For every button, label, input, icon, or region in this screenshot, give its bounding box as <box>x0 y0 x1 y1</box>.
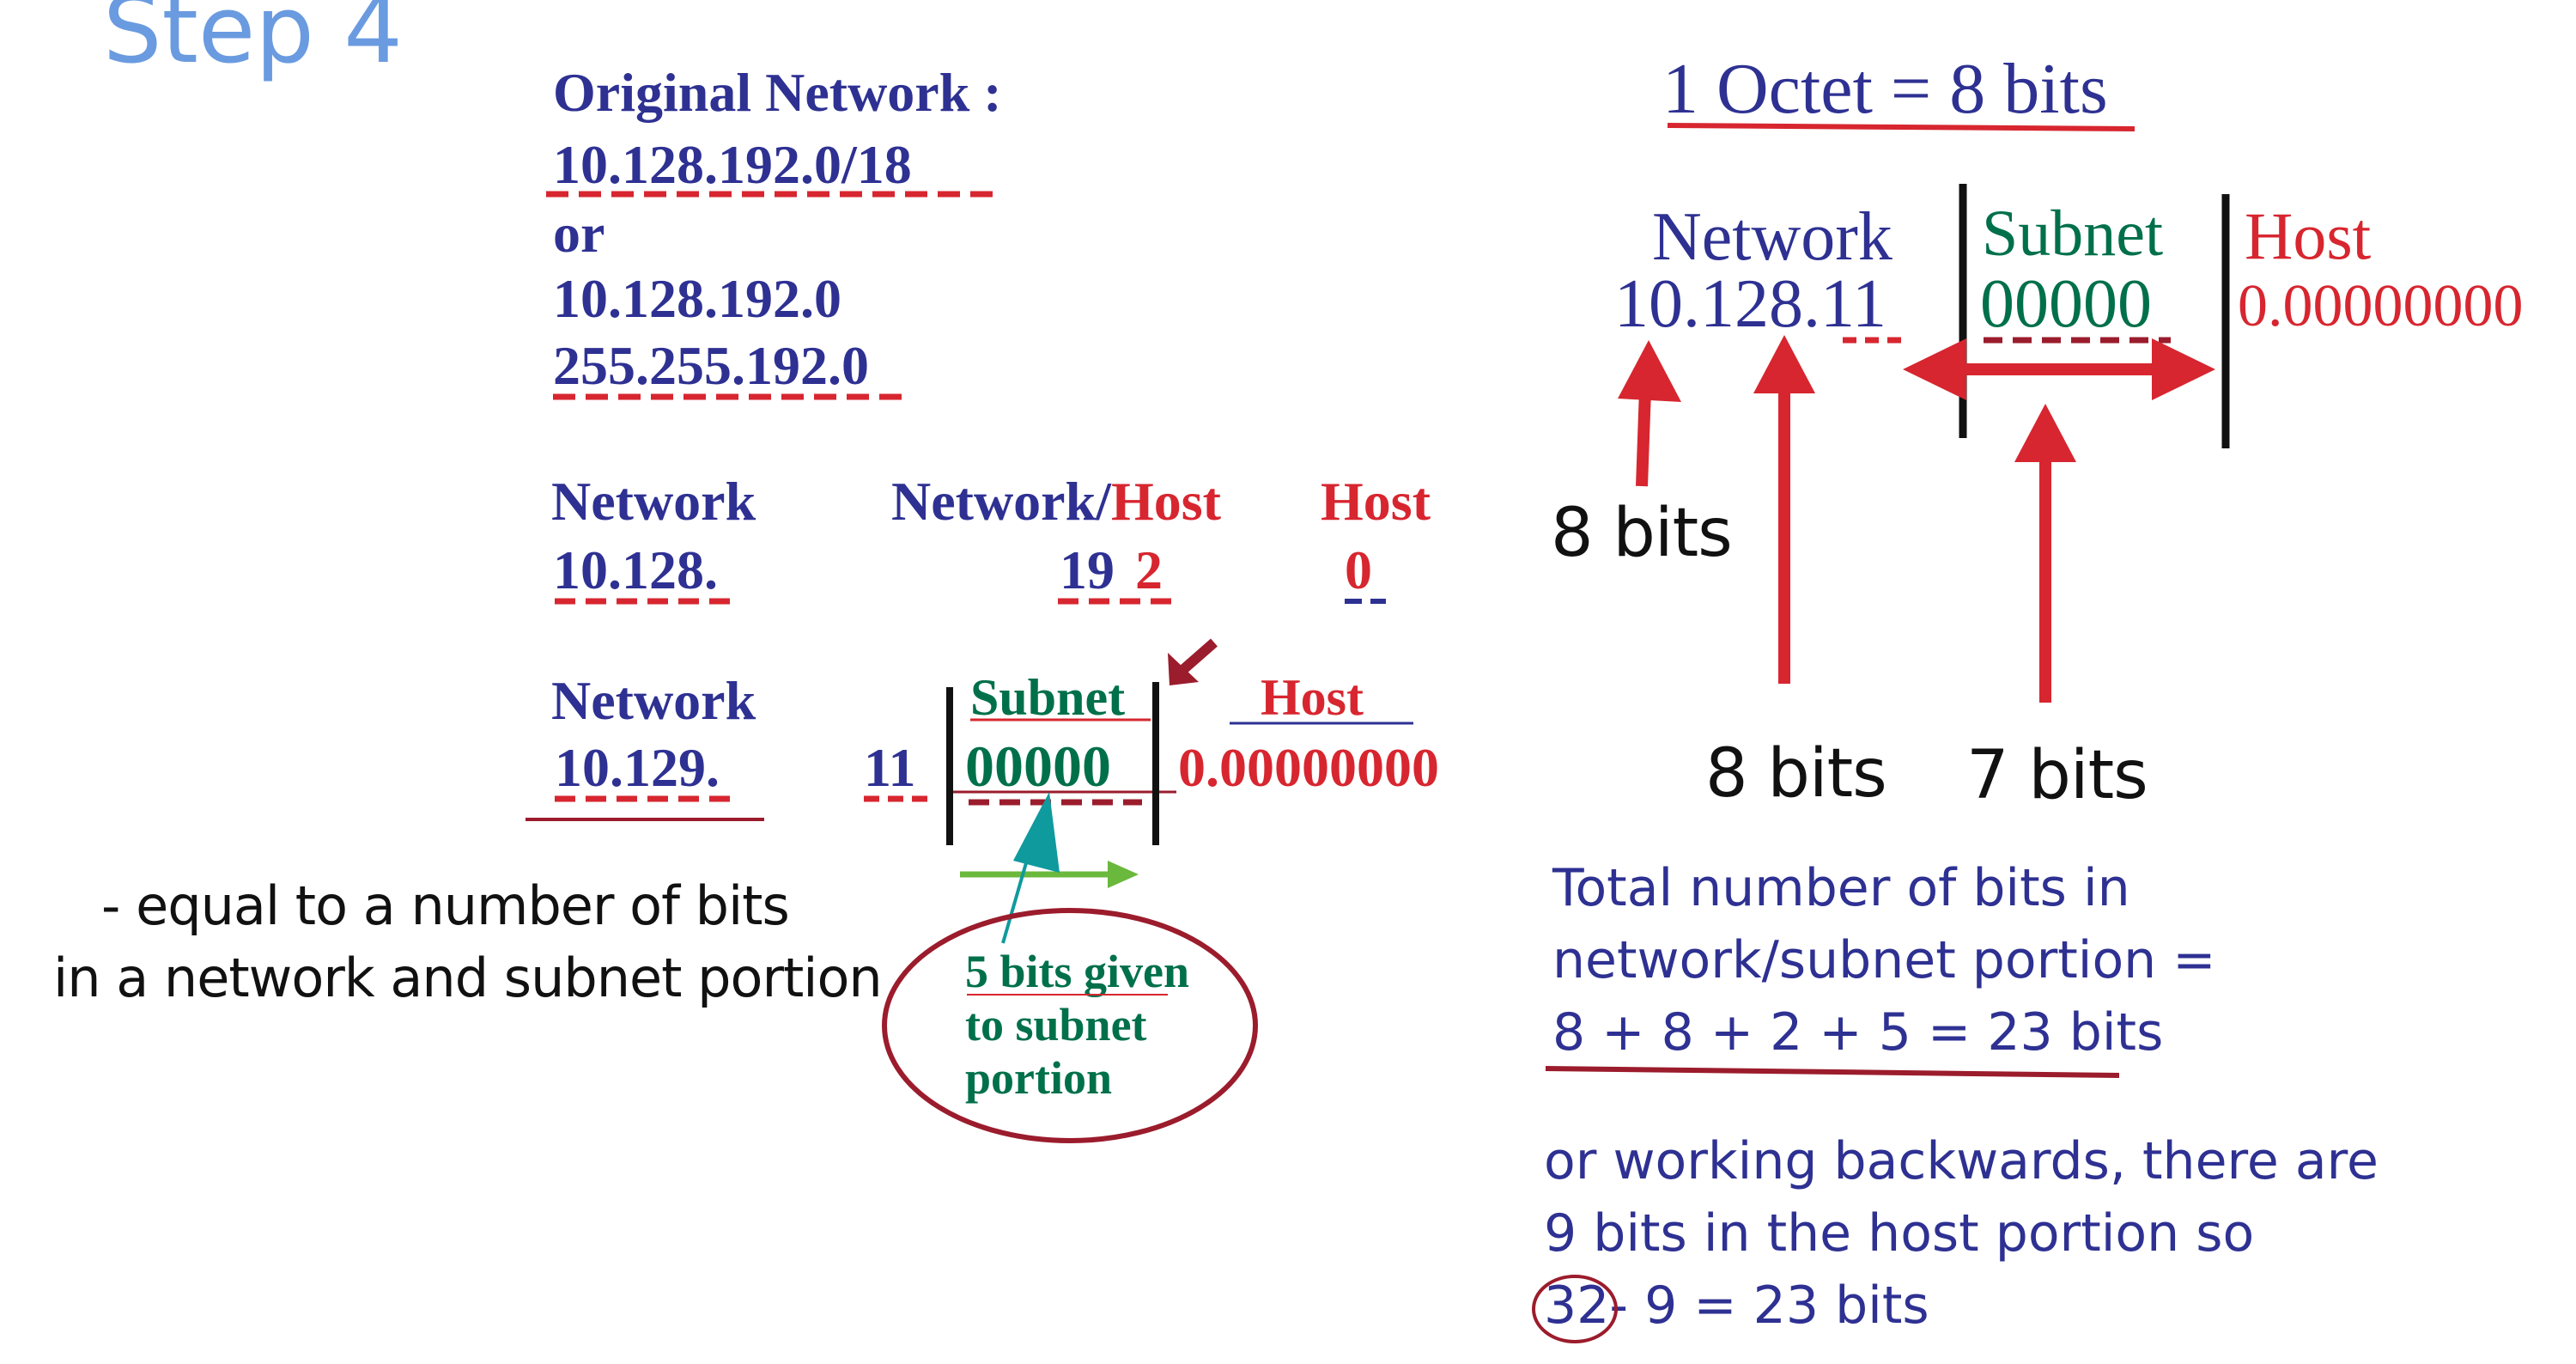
total-line-1: Total number of bits in <box>1552 858 2130 918</box>
handnote-line-2: in a network and subnet portion <box>53 947 883 1009</box>
row2-subnet-bits: 00000 <box>965 734 1111 799</box>
original-network-cidr: 10.128.192.0/18 <box>553 134 912 195</box>
right-subnet-label: Subnet <box>1982 198 2164 270</box>
right-network-value-b: 11 <box>1820 266 1887 342</box>
row1-network-value: 10.128. <box>553 539 718 600</box>
row2-bits-11: 11 <box>864 737 916 798</box>
row1-network-host-label-a: Network/ <box>891 471 1111 532</box>
octet-title-underline <box>1667 123 2136 131</box>
row2-host-bits: 0.00000000 <box>1178 737 1439 798</box>
row1-network-host-value-b: 2 <box>1135 539 1163 600</box>
backwards-circled-number: 32 <box>1544 1276 1610 1336</box>
bits-label-b: 8 bits <box>1705 735 1887 813</box>
total-line-2: network/subnet portion = <box>1552 930 2216 990</box>
right-network-value-a: 10.128. <box>1614 266 1820 342</box>
circle-32 <box>1532 1275 1618 1343</box>
original-subnet-mask: 255.255.192.0 <box>553 335 869 396</box>
right-network-value: 10.128.11 <box>1614 270 1886 338</box>
backwards-rest: - 9 = 23 bits <box>1609 1276 1929 1336</box>
row1-network-host-label-b: Host <box>1110 471 1221 532</box>
original-network-label: Original Network : <box>553 62 1002 123</box>
right-host-label: Host <box>2245 198 2372 273</box>
original-network-ip: 10.128.192.0 <box>553 268 841 329</box>
handnote-line-1: - equal to a number of bits <box>101 874 790 937</box>
right-host-value: 0.00000000 <box>2238 273 2524 339</box>
backwards-line-1: or working backwards, there are <box>1544 1131 2379 1191</box>
up-arrow-a <box>1636 389 1651 487</box>
callout-line-2: to subnet <box>965 999 1147 1050</box>
row1-host-value: 0 <box>1345 539 1372 600</box>
step-heading: Step 4 <box>103 0 403 84</box>
right-network-label: Network <box>1652 199 1893 275</box>
row1-network-host-label: Network/Host <box>891 474 1221 529</box>
total-underline <box>1545 1066 2120 1078</box>
callout-line-3: portion <box>965 1052 1113 1104</box>
row1-network-host-value-a: 19 <box>1060 539 1115 600</box>
row2-host-label: Host <box>1261 669 1364 726</box>
right-subnet-value: 00000 <box>1980 266 2152 342</box>
backwards-line-3: 32- 9 = 23 bits <box>1544 1280 1929 1331</box>
backwards-line-2: 9 bits in the host portion so <box>1544 1203 2255 1264</box>
total-line-3: 8 + 8 + 2 + 5 = 23 bits <box>1552 1002 2164 1063</box>
callout-line-1: 5 bits given <box>965 946 1190 997</box>
row1-host-label: Host <box>1321 471 1431 532</box>
callout-ellipse <box>882 908 1258 1143</box>
row2-network-label: Network <box>551 670 756 731</box>
bits-label-a: 8 bits <box>1551 495 1733 572</box>
row2-subnet-label: Subnet <box>970 669 1126 726</box>
bits-label-c: 7 bits <box>1966 737 2148 814</box>
row1-network-label: Network <box>551 471 756 532</box>
row2-network-value: 10.129. <box>555 737 720 798</box>
or-word: or <box>553 203 605 264</box>
octet-title: 1 Octet = 8 bits <box>1662 49 2108 129</box>
